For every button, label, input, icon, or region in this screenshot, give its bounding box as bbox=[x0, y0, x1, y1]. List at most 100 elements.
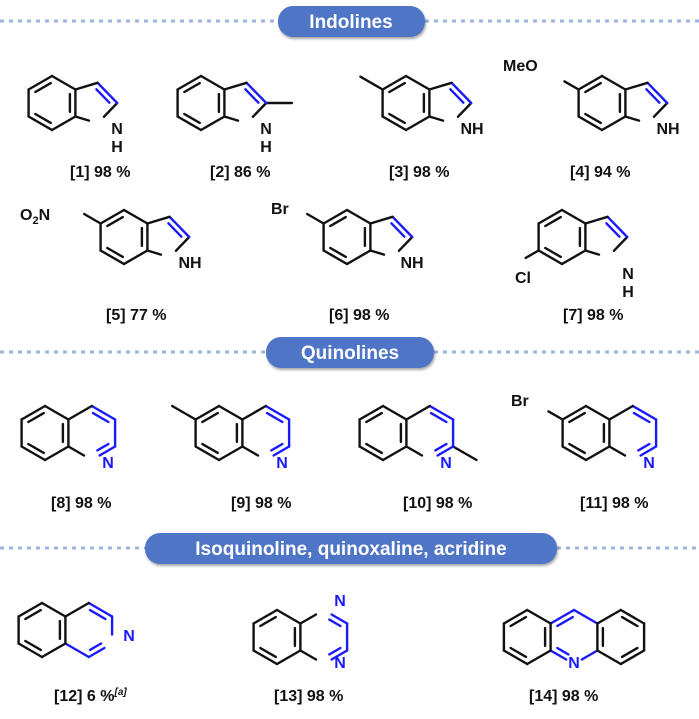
bond bbox=[201, 442, 220, 455]
bond bbox=[509, 646, 528, 659]
bond bbox=[50, 74, 77, 91]
bond bbox=[183, 112, 202, 125]
bond bbox=[537, 249, 564, 266]
bond bbox=[556, 615, 574, 628]
bond bbox=[428, 404, 455, 421]
compound-label: [12] 6 %[a] bbox=[54, 687, 127, 705]
bond bbox=[561, 404, 588, 421]
compound-label: [13] 98 % bbox=[274, 688, 343, 705]
bond bbox=[544, 215, 562, 228]
bond bbox=[122, 249, 149, 266]
bond bbox=[245, 81, 268, 105]
compound-label: [14] 98 % bbox=[529, 688, 598, 705]
molecule-5-methoxyindole: MeO NH bbox=[503, 58, 680, 138]
bond bbox=[620, 615, 639, 628]
compound-label: [8] 98 % bbox=[51, 495, 111, 512]
bond bbox=[577, 74, 604, 91]
bond bbox=[608, 445, 627, 457]
bond bbox=[563, 80, 580, 91]
bond bbox=[612, 235, 629, 253]
bond bbox=[106, 246, 125, 259]
bond bbox=[600, 74, 627, 91]
bond bbox=[639, 445, 658, 457]
bond bbox=[428, 115, 445, 122]
bond bbox=[345, 249, 372, 266]
bond bbox=[217, 445, 244, 462]
bond bbox=[64, 601, 91, 618]
bond bbox=[646, 81, 669, 105]
bond bbox=[584, 112, 602, 125]
bond bbox=[275, 608, 302, 625]
bond bbox=[64, 642, 91, 659]
bond bbox=[358, 445, 385, 462]
bond bbox=[549, 608, 576, 625]
section-pill bbox=[278, 6, 425, 37]
bond bbox=[199, 74, 226, 91]
bond bbox=[168, 215, 191, 239]
bond bbox=[572, 608, 599, 625]
bond bbox=[584, 404, 611, 421]
bond bbox=[605, 222, 621, 238]
bond bbox=[99, 208, 126, 225]
bond bbox=[67, 404, 94, 421]
bond bbox=[560, 249, 587, 266]
bond bbox=[27, 74, 54, 91]
compound-label: [1] 98 % bbox=[70, 164, 130, 181]
bond bbox=[199, 115, 226, 132]
bond bbox=[27, 442, 45, 455]
bond bbox=[631, 404, 658, 421]
atom-meo: MeO bbox=[503, 58, 538, 75]
bond bbox=[252, 649, 279, 666]
bond bbox=[43, 445, 70, 462]
bond bbox=[405, 404, 431, 421]
section-quinolines-header: Quinolines bbox=[0, 337, 699, 368]
bond bbox=[428, 81, 453, 91]
atom-n-top: N bbox=[334, 593, 346, 610]
compound-label: [2] 86 % bbox=[210, 164, 270, 181]
bond bbox=[241, 404, 267, 421]
molecule-2-methylindole: N H bbox=[176, 74, 294, 156]
bond bbox=[27, 115, 54, 132]
atom-n: N bbox=[622, 266, 634, 283]
compound-label: [3] 98 % bbox=[389, 164, 449, 181]
bond bbox=[251, 101, 268, 119]
bond bbox=[20, 445, 47, 462]
bond bbox=[509, 615, 528, 628]
molecule-5-methylindole: NH bbox=[359, 74, 484, 138]
section-pill bbox=[145, 533, 557, 564]
bond bbox=[176, 115, 203, 132]
compound-label: [4] 94 % bbox=[570, 164, 630, 181]
bond bbox=[17, 601, 44, 618]
bond bbox=[381, 74, 408, 91]
bond bbox=[40, 601, 67, 618]
atom-n: N bbox=[123, 628, 135, 645]
bond bbox=[544, 246, 562, 259]
bond bbox=[624, 115, 641, 122]
bond bbox=[584, 249, 601, 256]
bond bbox=[329, 215, 347, 228]
atom-o2n: O2N bbox=[20, 207, 50, 227]
bond bbox=[43, 404, 70, 421]
bond bbox=[330, 649, 349, 661]
atom-nh: NH bbox=[400, 255, 423, 272]
bond bbox=[502, 649, 529, 666]
bond bbox=[556, 646, 570, 656]
compound-labels: [1] 98 % [2] 86 % [3] 98 % [4] 94 % [5] … bbox=[51, 164, 649, 705]
bond bbox=[194, 445, 221, 462]
bond bbox=[329, 246, 347, 259]
atom-br: Br bbox=[511, 393, 529, 410]
bond bbox=[223, 115, 240, 122]
bond bbox=[397, 235, 414, 253]
bond bbox=[345, 208, 372, 225]
bond bbox=[24, 639, 42, 652]
bond bbox=[223, 81, 248, 91]
compound-label: [7] 98 % bbox=[563, 307, 623, 324]
bond bbox=[306, 212, 325, 225]
molecule-2-methylquinoline: N bbox=[358, 404, 478, 472]
bond bbox=[524, 249, 540, 260]
bond bbox=[369, 249, 386, 256]
bond bbox=[645, 88, 661, 104]
bond bbox=[91, 411, 110, 424]
atom-n: N bbox=[643, 455, 655, 472]
